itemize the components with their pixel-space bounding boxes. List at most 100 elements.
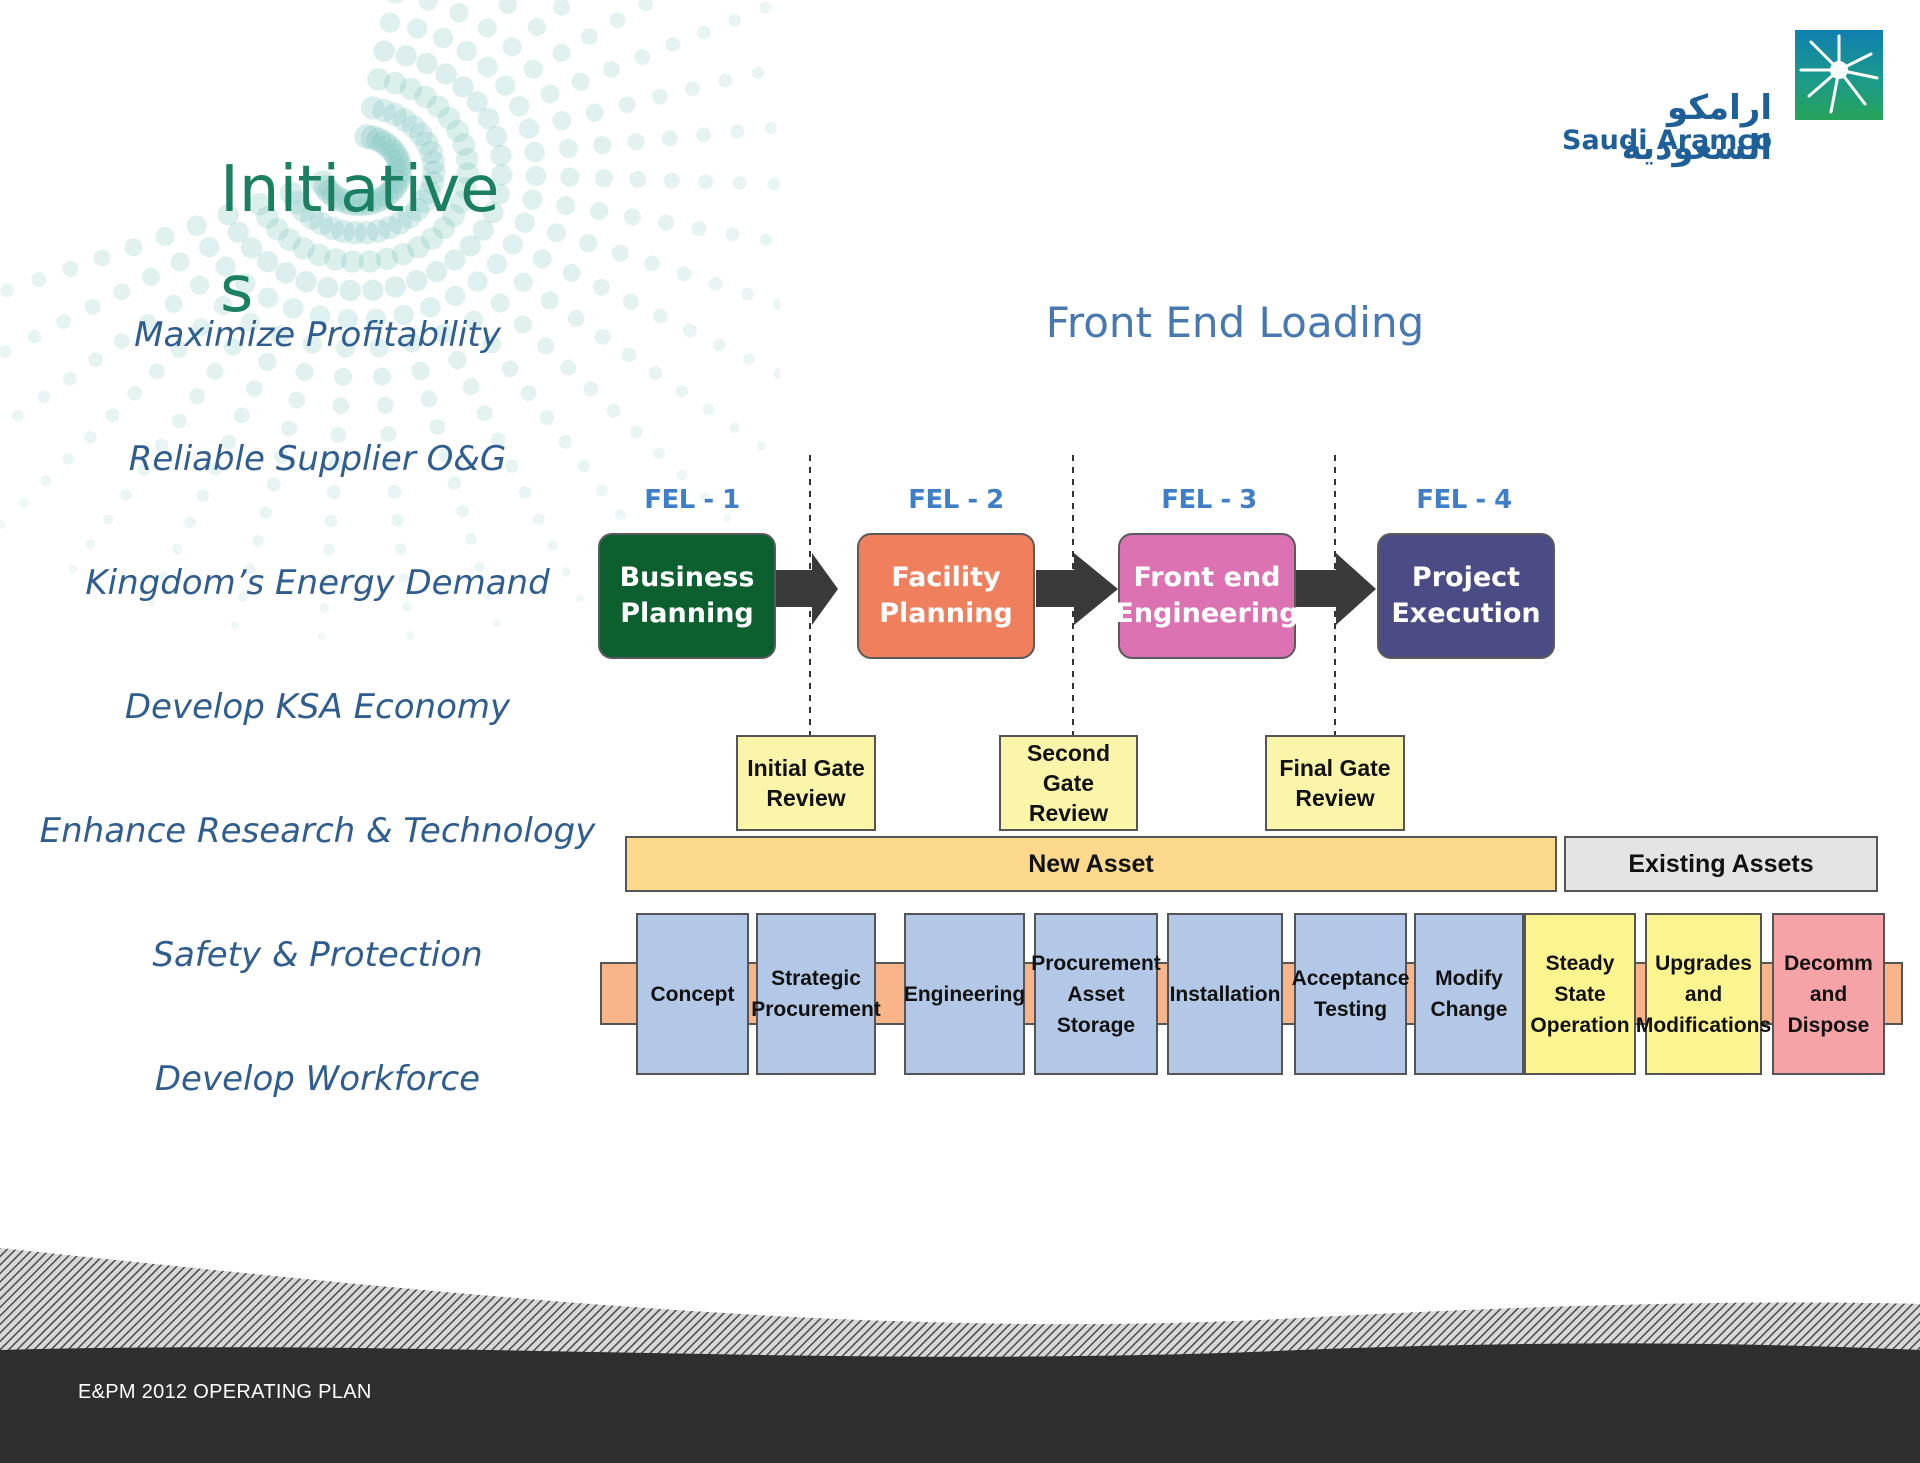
background-dot [332, 397, 350, 415]
background-dot [326, 186, 352, 212]
background-dot [235, 273, 256, 294]
background-dot [773, 298, 780, 310]
background-dot [561, 567, 571, 577]
background-dot [279, 181, 304, 206]
background-dot [448, 351, 467, 370]
stage-modify-change: Modify Change [1414, 913, 1524, 1075]
background-dot [696, 25, 711, 40]
background-dot [206, 363, 224, 380]
background-dot [401, 114, 426, 139]
background-dot [354, 124, 380, 149]
background-dot [676, 469, 687, 481]
phase-business-planning: Business Planning [598, 533, 776, 659]
logo-english-text: Saudi Aramco [1562, 125, 1772, 156]
background-dot [376, 134, 402, 160]
background-dot [208, 461, 223, 476]
background-dot [252, 535, 264, 547]
background-dot [367, 68, 390, 91]
background-dot [391, 514, 404, 527]
background-dot [380, 426, 397, 443]
stage-steady-state-operation: Steady State Operation [1524, 913, 1636, 1075]
background-dot [154, 438, 169, 453]
background-dot [360, 96, 385, 120]
background-dot [0, 520, 6, 529]
background-dot [567, 310, 585, 328]
background-dot [477, 56, 498, 78]
background-dot [571, 72, 590, 91]
background-dot [369, 338, 389, 358]
background-dot [488, 183, 510, 205]
background-dot [504, 459, 519, 473]
background-dot [320, 216, 344, 240]
background-dot [420, 227, 444, 250]
background-dot [387, 484, 402, 499]
background-dot [585, 103, 604, 122]
background-dot [103, 514, 114, 525]
background-dot [624, 208, 641, 226]
background-dot [388, 0, 404, 4]
background-dot [699, 491, 710, 502]
background-dot [283, 298, 304, 319]
gate-final-review: Final Gate Review [1265, 735, 1405, 831]
background-dot [696, 127, 711, 143]
diagram-title: Front End Loading [1045, 298, 1425, 347]
background-dot [477, 18, 497, 38]
background-dot [0, 283, 15, 298]
background-dot [553, 0, 570, 16]
background-dot [391, 242, 415, 266]
background-dot [661, 130, 678, 147]
background-dot [339, 279, 361, 302]
background-dot [375, 247, 399, 271]
phase-facility-planning: Facility Planning [857, 533, 1035, 659]
background-dot [258, 352, 277, 371]
background-dot [477, 107, 500, 130]
background-dot [773, 368, 780, 379]
background-dot [155, 226, 175, 247]
background-dot [124, 238, 143, 257]
background-dot [309, 305, 331, 326]
background-dot [147, 598, 156, 607]
background-dot [360, 125, 386, 151]
background-dot [332, 189, 358, 214]
background-dot [328, 456, 344, 471]
background-dot [321, 573, 333, 584]
background-dot [323, 544, 335, 556]
background-dot [330, 426, 347, 443]
background-dot [358, 250, 382, 273]
background-dot [398, 572, 410, 584]
background-dot [407, 18, 428, 39]
background-dot [498, 0, 517, 15]
background-dot [472, 219, 494, 241]
background-dot [248, 192, 272, 216]
background-dot [449, 3, 469, 23]
background-dot [518, 118, 540, 139]
background-dot [300, 205, 324, 230]
background-dot [215, 256, 236, 277]
background-dot [295, 271, 317, 293]
background-dot [172, 413, 187, 429]
background-dot [164, 294, 183, 313]
background-dot [442, 204, 466, 227]
stage-decomm-dispose: Decomm and Dispose [1772, 913, 1885, 1075]
background-dot [395, 45, 417, 67]
background-dot [93, 249, 111, 267]
background-dot [366, 219, 391, 243]
background-dot [278, 228, 302, 251]
background-dot [537, 337, 555, 355]
background-dot [713, 338, 726, 352]
background-dot [344, 191, 370, 217]
background-dot [476, 405, 493, 422]
background-dot [383, 143, 409, 168]
background-dot [648, 366, 663, 380]
background-dot [492, 618, 501, 628]
background-dot [217, 204, 239, 226]
background-dot [622, 293, 639, 310]
background-dot [190, 275, 210, 295]
background-dot [419, 140, 443, 165]
background-dot [223, 337, 242, 356]
background-dot [402, 333, 422, 353]
background-dot [527, 18, 547, 37]
background-dot [756, 441, 766, 451]
background-dot [513, 272, 533, 292]
background-dot [539, 410, 555, 425]
